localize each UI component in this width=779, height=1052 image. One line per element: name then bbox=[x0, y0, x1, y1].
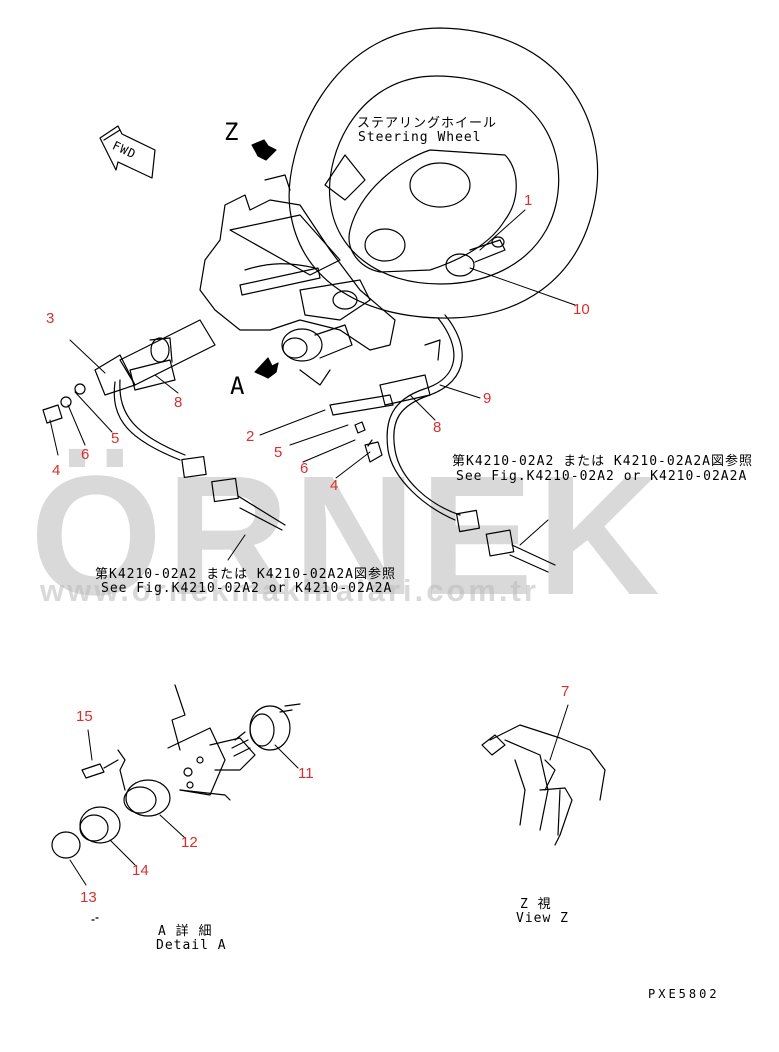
view-z-caption-en: View Z bbox=[516, 911, 569, 926]
horn-button bbox=[409, 162, 471, 208]
screw-right bbox=[354, 421, 366, 434]
callout-1: 1 bbox=[524, 192, 533, 209]
connector-left bbox=[181, 455, 207, 479]
connector-left-mate bbox=[211, 477, 239, 503]
callout-12: 12 bbox=[181, 834, 198, 851]
callout-6-right: 6 bbox=[300, 460, 309, 477]
callout-3: 3 bbox=[46, 310, 55, 327]
fwd-arrow bbox=[99, 125, 156, 179]
cap-13 bbox=[51, 831, 81, 859]
drawing-code: PXE5802 bbox=[648, 987, 720, 1001]
leader-lines bbox=[49, 209, 576, 561]
callout-9: 9 bbox=[483, 390, 492, 407]
watermark-url: www.ornekmakinalari.com.tr bbox=[40, 573, 539, 608]
detail-a-caption-jp: A 詳 細 bbox=[158, 924, 213, 939]
switch-body-a bbox=[281, 328, 323, 362]
switch-knob bbox=[445, 253, 475, 277]
steering-hub bbox=[348, 149, 517, 273]
callout-15: 15 bbox=[76, 708, 93, 725]
callout-11: 11 bbox=[298, 765, 314, 782]
reference-note-left-jp: 第K4210-02A2 または K4210-02A2A図参照 bbox=[95, 567, 397, 582]
screw-15 bbox=[81, 763, 105, 779]
detail-a-caption-en: Detail A bbox=[156, 938, 227, 953]
callout-4-left: 4 bbox=[52, 462, 61, 479]
steering-wheel-label-en: Steering Wheel bbox=[358, 130, 482, 145]
column-frame bbox=[199, 194, 396, 351]
view-marker-a: A bbox=[230, 372, 246, 400]
hub-cap bbox=[364, 228, 406, 262]
view-z-caption-jp: Z 視 bbox=[520, 897, 552, 912]
callout-6-left: 6 bbox=[81, 446, 90, 463]
ring-12 bbox=[125, 779, 171, 817]
arrow-z bbox=[251, 139, 277, 161]
callout-5-left: 5 bbox=[111, 430, 120, 447]
callout-8-left: 8 bbox=[174, 394, 183, 411]
harness-right bbox=[429, 314, 463, 396]
screw-left bbox=[42, 404, 63, 424]
arrow-a bbox=[254, 357, 279, 379]
column-tube bbox=[119, 319, 216, 386]
connector-right-mate bbox=[485, 529, 515, 557]
harness-left bbox=[113, 381, 181, 461]
connector-right bbox=[455, 509, 481, 533]
knob-14 bbox=[79, 806, 121, 844]
callout-8-right: 8 bbox=[433, 419, 442, 436]
steering-wheel-label-jp: ステアリングホイール bbox=[357, 116, 498, 131]
callout-5-right: 5 bbox=[274, 444, 283, 461]
callout-2: 2 bbox=[246, 428, 255, 445]
reference-note-right-jp: 第K4210-02A2 または K4210-02A2A図参照 bbox=[452, 454, 754, 469]
steering-wheel-rim-inner bbox=[328, 75, 560, 285]
callout-13: 13 bbox=[80, 889, 97, 906]
watermark-main: ÖRNEK bbox=[30, 441, 664, 631]
callout-7: 7 bbox=[561, 683, 570, 700]
callout-10: 10 bbox=[573, 301, 590, 318]
callout-4-right: 4 bbox=[330, 477, 339, 494]
reference-note-left-en: See Fig.K4210-02A2 or K4210-02A2A bbox=[101, 581, 393, 596]
steering-wheel-rim bbox=[288, 27, 599, 319]
callout-14: 14 bbox=[132, 862, 149, 879]
reference-note-right-en: See Fig.K4210-02A2 or K4210-02A2A bbox=[456, 469, 748, 484]
view-marker-z: Z bbox=[224, 118, 240, 146]
view-z-column bbox=[489, 724, 606, 801]
